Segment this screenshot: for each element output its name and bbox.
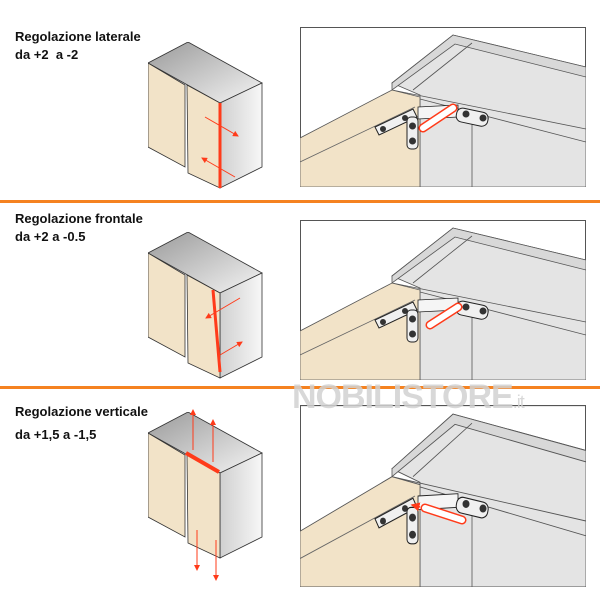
highlight-edge <box>185 451 220 474</box>
hinge-detail-lateral <box>300 27 586 187</box>
section-title: Regolazione frontale <box>15 211 143 226</box>
section-divider <box>0 386 600 389</box>
arrow-left <box>201 157 236 178</box>
arrow-in <box>205 297 241 319</box>
section-title: Regolazione laterale <box>15 29 141 44</box>
watermark-logo: NOBILISTORE.it <box>292 378 525 416</box>
section-divider <box>0 200 600 203</box>
section-frontal-label: Regolazione frontale da +2 a -0.5 <box>15 210 143 246</box>
section-range: da +1,5 a -1,5 <box>15 427 97 442</box>
section-title: Regolazione verticale <box>15 404 148 419</box>
section-lateral-label: Regolazione laterale da +2 a -2 <box>15 28 141 64</box>
cabinet-illustration-frontal <box>148 232 262 378</box>
hinge-detail-frontal <box>300 220 586 380</box>
hinge-detail-vertical <box>300 405 586 587</box>
cabinet-illustration-vertical <box>148 412 262 558</box>
cabinet-illustration-lateral <box>148 42 262 188</box>
highlight-edge <box>211 289 222 373</box>
arrow-out <box>219 341 243 356</box>
section-vertical-label: Regolazione verticale da +1,5 a -1,5 <box>15 400 148 446</box>
section-range: da +2 a -2 <box>15 47 79 62</box>
arrow-right <box>204 116 239 137</box>
section-range: da +2 a -0.5 <box>15 229 86 244</box>
